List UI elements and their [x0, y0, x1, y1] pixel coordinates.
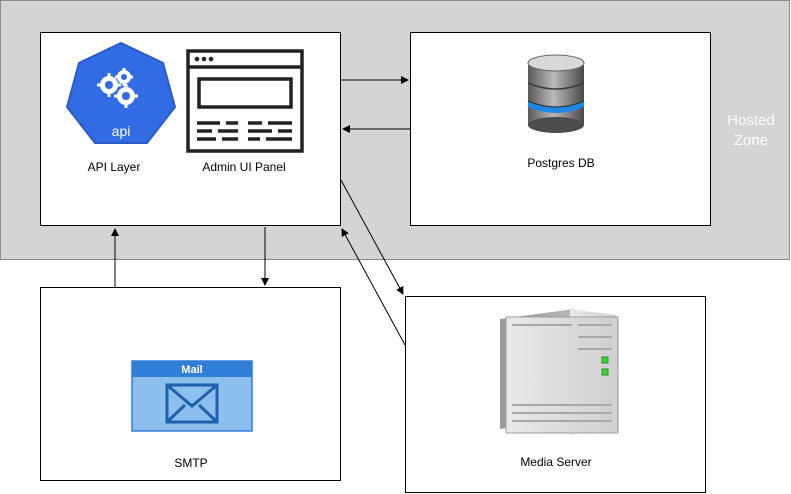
server-tower-icon	[500, 309, 619, 435]
media-server-node[interactable]: Media Server	[405, 296, 706, 493]
mail-icon: Mail	[131, 360, 253, 432]
hosted-zone-label: Hosted Zone	[727, 112, 775, 149]
admin-ui-label: Admin UI Panel	[202, 160, 286, 174]
mail-banner-text: Mail	[181, 364, 202, 376]
media-server-label: Media Server	[520, 455, 592, 469]
api-icon-text: api	[112, 123, 131, 139]
api-admin-node[interactable]: api API Layer Admin UI Panel	[40, 32, 341, 226]
admin-window-icon	[186, 49, 304, 153]
postgres-label: Postgres DB	[527, 156, 595, 170]
kubernetes-api-icon: api	[65, 41, 177, 144]
database-icon	[527, 54, 585, 133]
smtp-node[interactable]: Mail SMTP	[40, 287, 341, 481]
postgres-node[interactable]: Postgres DB	[410, 32, 711, 226]
smtp-label: SMTP	[174, 456, 208, 470]
api-layer-label: API Layer	[87, 160, 141, 174]
